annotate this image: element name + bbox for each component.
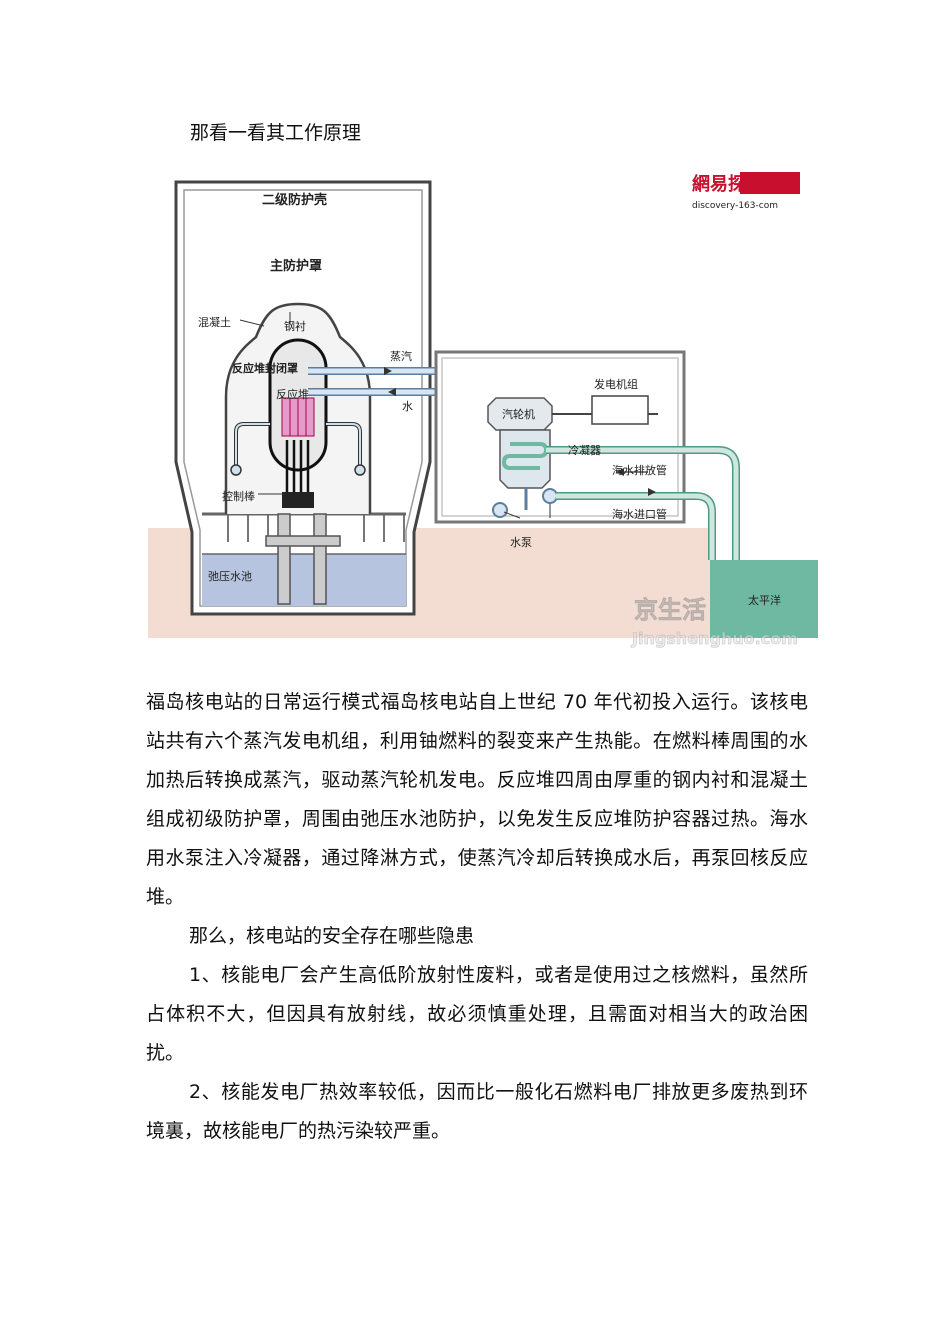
watermark-cn: 京生活 <box>634 596 706 624</box>
label-condenser: 冷凝器 <box>568 443 601 457</box>
ocean-block <box>710 560 818 638</box>
jingshenghuo-watermark: 京生活 Jingshenghuo.com <box>631 596 798 649</box>
label-reactor-vessel: 反应堆封闭罩 <box>232 361 298 375</box>
label-reactor: 反应堆 <box>276 387 309 401</box>
label-secondary-containment: 二级防护壳 <box>262 192 327 208</box>
label-steam: 蒸汽 <box>390 349 412 363</box>
logo-text: 網易探索 <box>692 173 764 195</box>
label-pump: 水泵 <box>510 536 532 549</box>
label-generator: 发电机组 <box>594 377 638 391</box>
logo-url: discovery-163-com <box>692 201 778 211</box>
pump-right <box>542 488 558 504</box>
paragraph-point-1: 1、核能电厂会产生高低阶放射性废料，或者是使用过之核燃料，虽然所占体积不大，但因… <box>146 964 808 1064</box>
paragraph-operation: 福岛核电站的日常运行模式福岛核电站自上世纪 70 年代初投入运行。该核电站共有六… <box>146 691 808 908</box>
pump-left <box>492 502 508 518</box>
label-suppression-pool: 弛压水池 <box>208 569 252 583</box>
paragraph-safety-question: 那么，核电站的安全存在哪些隐患 <box>189 925 475 947</box>
generator <box>591 395 649 425</box>
label-control-rods: 控制棒 <box>222 489 255 503</box>
label-water: 水 <box>402 400 413 413</box>
label-concrete: 混凝土 <box>198 315 231 329</box>
intro-text: 那看一看其工作原理 <box>190 122 362 144</box>
netease-logo: 網易探索 discovery-163-com <box>692 172 800 211</box>
suppression-pool <box>202 554 406 606</box>
label-seawater-outlet: 海水排放管 <box>612 463 667 477</box>
watermark-url: Jingshenghuo.com <box>631 629 798 648</box>
nuclear-plant-diagram: 二级防护壳 主防护罩 混凝土 钢衬 反应堆封闭罩 反应堆 控制棒 弛压水池 蒸汽… <box>148 162 820 650</box>
condenser <box>499 429 551 489</box>
paragraph-point-2: 2、核能发电厂热效率较低，因而比一般化石燃料电厂排放更多废热到环境裏，故核能电厂… <box>146 1081 808 1142</box>
label-steel-liner: 钢衬 <box>284 320 306 333</box>
label-seawater-inlet: 海水进口管 <box>612 507 667 521</box>
label-turbine: 汽轮机 <box>502 407 535 421</box>
article-body: 福岛核电站的日常运行模式福岛核电站自上世纪 70 年代初投入运行。该核电站共有六… <box>146 683 808 1151</box>
label-primary-containment: 主防护罩 <box>270 258 322 274</box>
label-pacific: 太平洋 <box>748 593 781 607</box>
